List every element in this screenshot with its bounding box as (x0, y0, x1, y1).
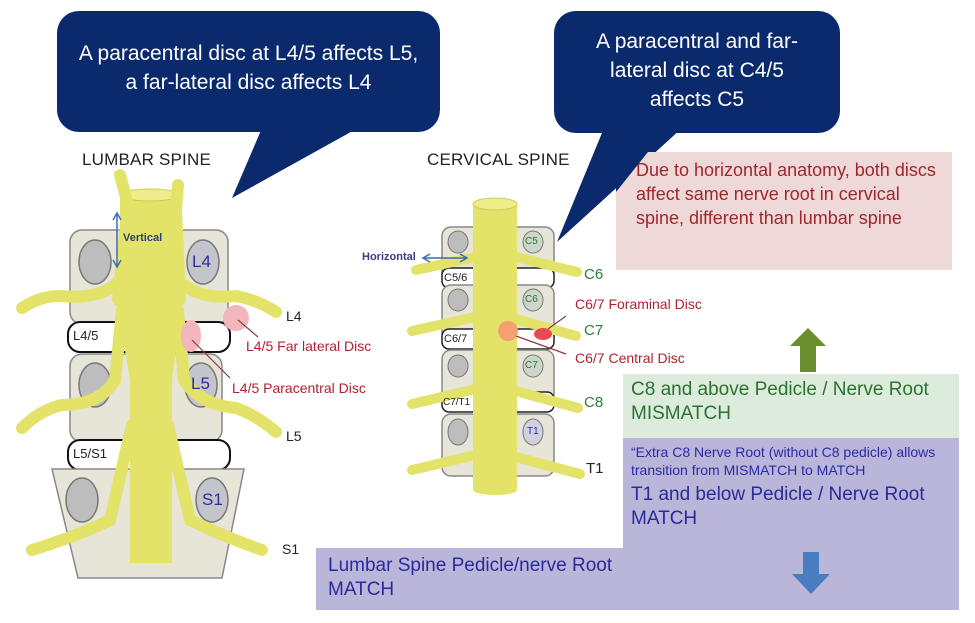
nerve-label-c8: C8 (584, 394, 604, 411)
disc-label-l5-s1: L5/S1 (73, 446, 107, 461)
vertebra-label-l5: L5 (191, 374, 210, 393)
callout-cervical: A paracentral and far-lateral disc at C4… (554, 11, 840, 133)
vertebra-label-c5: C5 (525, 236, 538, 247)
extra-c8-note: “Extra C8 Nerve Root (without C8 pedicle… (631, 444, 936, 478)
vertebra-label-s1: S1 (202, 490, 223, 509)
nerve-label-s1: S1 (282, 541, 300, 557)
up-arrow-icon (790, 328, 826, 372)
pedicle-icon (78, 239, 112, 285)
cervical-spine-drawing (407, 197, 585, 495)
horizontal-anatomy-note: Due to horizontal anatomy, both discs af… (616, 152, 952, 270)
nerve-root-c7-right (507, 313, 581, 341)
foraminal-disc-label: C6/7 Foraminal Disc (575, 296, 702, 312)
nerve-root-l4-left (16, 276, 124, 314)
pedicle-icon (186, 239, 220, 285)
disc-label-l4-5: L4/5 (73, 328, 99, 343)
horizontal-label: Horizontal (362, 251, 416, 263)
nerve-root-c6-right (507, 251, 582, 277)
nerve-root-s1-left (26, 419, 138, 556)
vertebra-label-c7: C7 (525, 360, 538, 371)
disc-label-c7-t1: C7/T1 (443, 397, 471, 408)
spinal-cord (473, 204, 517, 490)
c8-above-mismatch-box: C8 and above Pedicle / Nerve Root MISMAT… (623, 374, 959, 438)
far-lateral-disc-marker (223, 305, 249, 331)
paracentral-disc-label: L4/5 Paracentral Disc (232, 380, 366, 396)
t1-below-match-box: “Extra C8 Nerve Root (without C8 pedicle… (623, 438, 959, 548)
nerve-root-c8-left (407, 383, 485, 409)
pedicle-icon (65, 477, 99, 523)
nerve-root-s1-right (162, 419, 268, 556)
nerve-label-l4: L4 (286, 308, 302, 324)
vertebra-label-l4: L4 (192, 252, 211, 271)
foraminal-disc-marker (534, 328, 552, 340)
nerve-root-t1-left (407, 449, 485, 475)
far-lateral-disc-label: L4/5 Far lateral Disc (246, 338, 372, 354)
callout-lumbar-text: A paracentral disc at L4/5 affects L5, a… (78, 42, 419, 94)
nerve-root-c7-left (407, 311, 485, 336)
nerve-root-l5-right (172, 304, 282, 438)
central-disc-label: C6/7 Central Disc (575, 350, 685, 366)
nerve-label-c6: C6 (584, 266, 604, 283)
lumbar-spine-title: LUMBAR SPINE (82, 150, 211, 169)
nerve-root-c6-left (411, 251, 485, 275)
thecal-sac (120, 190, 180, 563)
nerve-root-l4-right (174, 276, 282, 318)
nerve-root-t1-right (507, 451, 585, 479)
nerve-label-c7: C7 (584, 322, 604, 339)
nerve-label-t1: T1 (586, 460, 604, 477)
lumbar-match-box: Lumbar Spine Pedicle/nerve Root MATCH (316, 548, 959, 610)
disc-label-c6-7: C6/7 (444, 333, 468, 345)
vertical-label: Vertical (123, 232, 163, 244)
callout-lumbar: A paracentral disc at L4/5 affects L5, a… (57, 11, 440, 132)
lumbar-match-text: Lumbar Spine Pedicle/nerve Root MATCH (328, 555, 613, 600)
t1-below-text: T1 and below Pedicle / Nerve Root MATCH (631, 484, 925, 529)
callout-tail-lumbar (232, 128, 358, 198)
nerve-root-c8-right (507, 385, 583, 413)
nerve-root-l5-left (16, 304, 128, 434)
paracentral-disc-marker (181, 320, 201, 352)
pedicle-icon (195, 477, 229, 523)
lumbar-spine-drawing (16, 169, 282, 579)
vertebra-label-t1: T1 (527, 426, 539, 437)
nerve-label-l5: L5 (286, 428, 302, 444)
disc-label-c5-6: C5/6 (444, 272, 468, 284)
cervical-spine-title: CERVICAL SPINE (427, 150, 570, 169)
central-disc-marker (498, 321, 518, 341)
vertebra-label-c6: C6 (525, 294, 538, 305)
callout-cervical-text: A paracentral and far-lateral disc at C4… (596, 30, 798, 111)
